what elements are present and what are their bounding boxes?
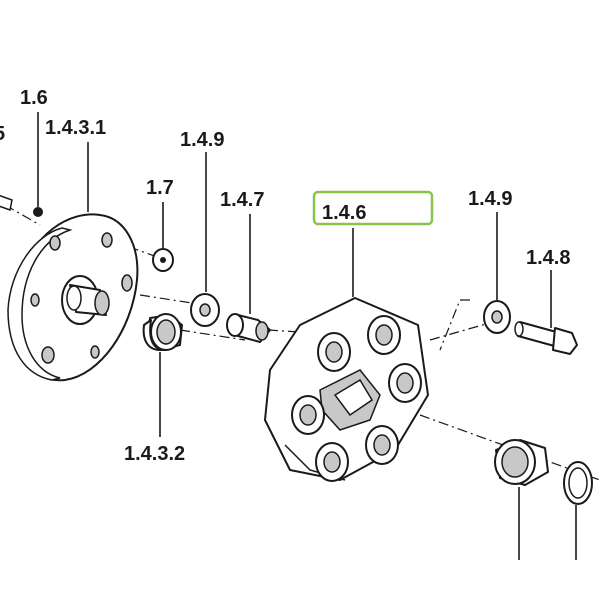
flange-part [7, 213, 139, 382]
flex-disc-part [264, 297, 429, 482]
label-1-4-9-right: 1.4.9 [468, 188, 512, 210]
dot-marker [33, 207, 43, 217]
label-1-4-6: 1.4.6 [322, 202, 366, 224]
washer-bottom-right-part [563, 461, 593, 505]
label-1-4-7: 1.4.7 [220, 189, 264, 211]
disc-bolt-holes [291, 315, 422, 482]
bushing-left-part [142, 313, 183, 351]
label-1-6: 1.6 [20, 87, 48, 109]
label-1-4-3-2: 1.4.3.2 [124, 443, 185, 465]
pin-part [0, 194, 13, 211]
label-1-7: 1.7 [146, 177, 174, 199]
bolt-part [514, 321, 578, 355]
part-labels: 1.6 1.4.3.1 5 1.4.9 1.7 1.4.7 1.4.6 1.4.… [0, 87, 570, 465]
washer-left-part [190, 293, 220, 327]
washer-small-part [152, 248, 174, 272]
bushing-right-part [494, 439, 549, 486]
sleeve-part [226, 313, 271, 343]
label-1-4-9-left: 1.4.9 [180, 129, 224, 151]
label-1-4-8: 1.4.8 [526, 247, 570, 269]
leader-lines [37, 112, 577, 560]
label-1-4-3-1: 1.4.3.1 [45, 117, 106, 139]
highlight-box [312, 190, 434, 226]
washer-right-part [483, 300, 511, 334]
label-5: 5 [0, 123, 5, 145]
